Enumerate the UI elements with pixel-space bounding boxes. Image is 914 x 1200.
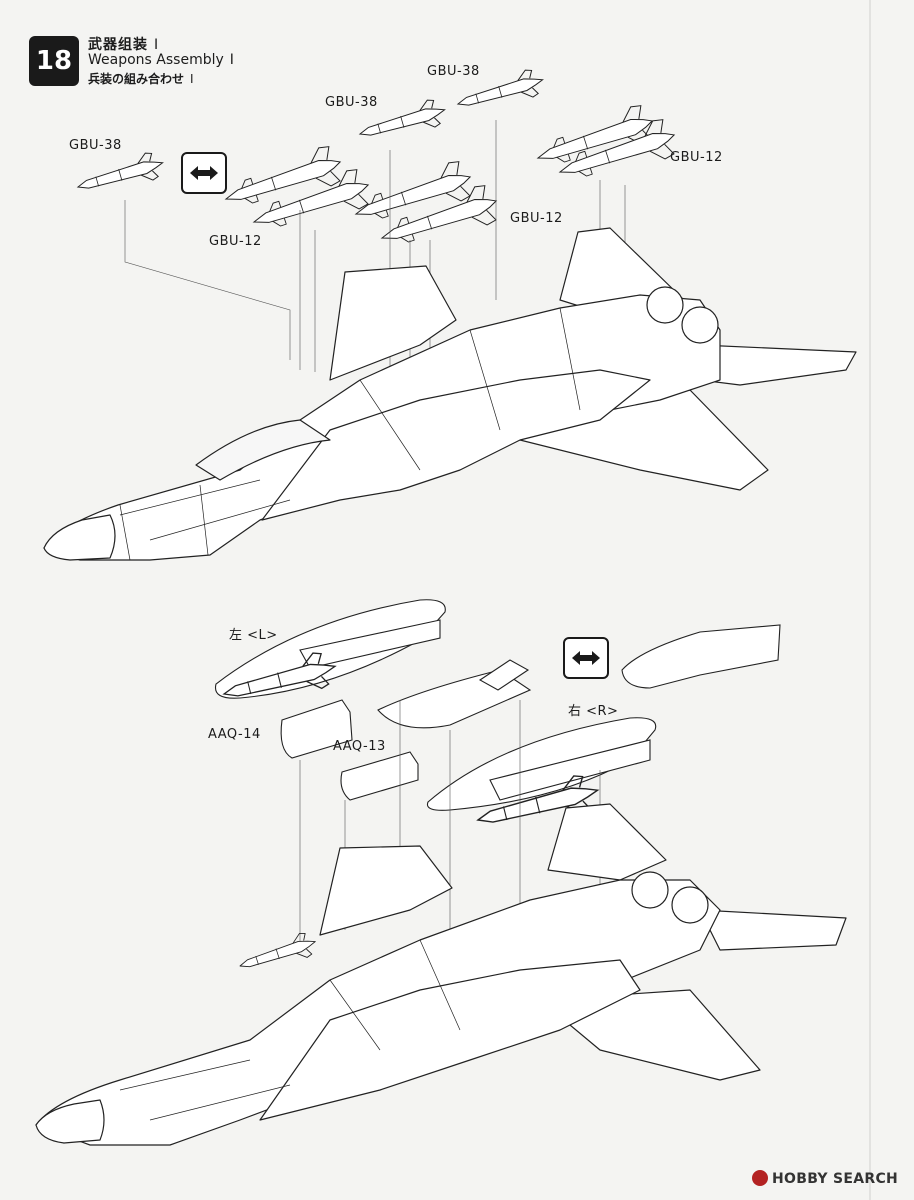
variant-mark-zh: I	[154, 37, 160, 53]
label-aaq13: AAQ-13	[333, 739, 386, 754]
title-ja-text: 兵装の組み合わせ	[88, 72, 185, 86]
conformal-tank-small	[621, 624, 781, 689]
step-title-zh: 武器组装 I	[88, 34, 159, 54]
label-gbu38-a: GBU-38	[427, 64, 480, 79]
aaq14-pod	[280, 699, 353, 759]
label-gbu12-a: GBU-12	[670, 150, 723, 165]
label-gbu38-b: GBU-38	[325, 95, 378, 110]
variant-mark-en: I	[229, 52, 234, 68]
aircraft-lower	[35, 803, 847, 1146]
label-gbu12-c: GBU-12	[209, 234, 262, 249]
fuel-tank-right	[426, 717, 657, 840]
label-left-tank: 左 <L>	[229, 628, 278, 643]
aircraft-upper	[43, 227, 857, 561]
label-gbu38-c: GBU-38	[69, 138, 122, 153]
double-arrow-icon	[563, 637, 609, 679]
watermark-text: HOBBY SEARCH	[772, 1171, 899, 1187]
hobby-search-logo-icon	[752, 1170, 768, 1186]
double-arrow-icon	[181, 152, 227, 194]
label-gbu12-b: GBU-12	[510, 211, 563, 226]
step-title-en: Weapons Assembly I	[88, 52, 234, 68]
watermark: HOBBY SEARCH	[752, 1170, 898, 1187]
variant-mark-ja: I	[190, 72, 194, 86]
title-zh-text: 武器组装	[88, 37, 148, 53]
label-right-tank: 右 <R>	[568, 704, 619, 719]
label-aaq14: AAQ-14	[208, 727, 261, 742]
fuel-tank-left	[214, 599, 446, 713]
aaq13-pod	[340, 751, 419, 801]
step-number-badge: 18	[29, 36, 79, 86]
title-en-text: Weapons Assembly	[88, 52, 224, 68]
step-title-ja: 兵装の組み合わせ I	[88, 70, 194, 87]
missile-pod-center	[377, 659, 532, 729]
